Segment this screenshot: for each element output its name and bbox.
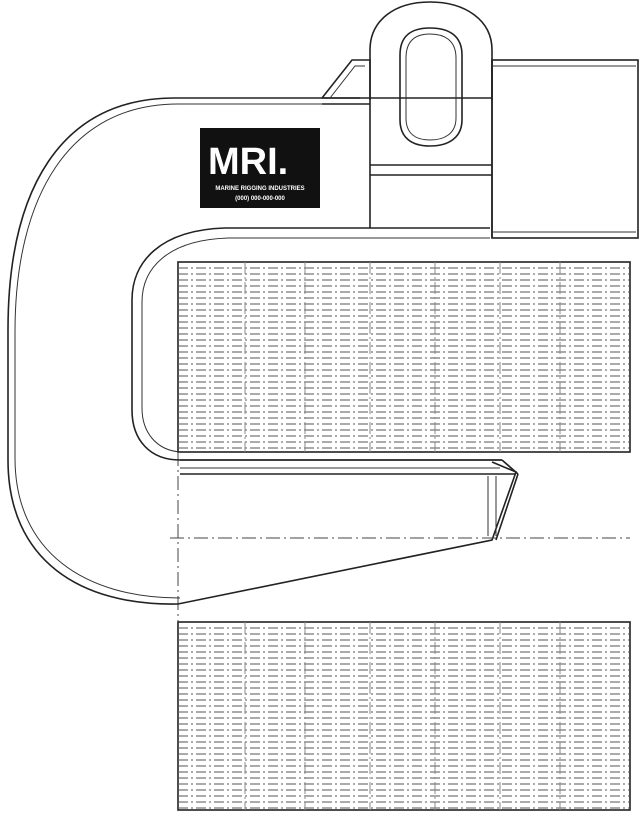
c-hook-outer-edge (14, 103, 360, 599)
lower-jaw (180, 459, 519, 541)
logo-tagline: MARINE RIGGING INDUSTRIES (215, 186, 304, 192)
upper-coil-stack (177, 261, 631, 453)
upper-coil-outline (177, 261, 631, 453)
c-hook-outer-body (7, 97, 518, 605)
counterweight-block (491, 59, 639, 239)
c-hook-inner-edge (141, 237, 490, 453)
lower-coil-stack (177, 621, 631, 811)
lifting-eye-plate (369, 1, 493, 100)
lifting-eye[interactable] (369, 1, 493, 147)
upper-coil-sheet-lines (178, 262, 630, 452)
logo-phone: (000) 000-000-000 (235, 196, 285, 202)
lifting-eye-slot[interactable] (399, 27, 463, 147)
logo-background (200, 128, 320, 208)
brand-logo: MRI. MARINE RIGGING INDUSTRIES (000) 000… (200, 128, 320, 208)
lower-coil-outline (177, 621, 631, 811)
logo-brand-text: MRI. (208, 141, 288, 183)
c-hook-inner-throat (131, 227, 502, 461)
top-beam (322, 60, 493, 238)
gusset-inner-edge (329, 65, 365, 99)
lifting-eye-slot-inner (405, 33, 457, 141)
lower-coil-sheet-lines (178, 622, 630, 810)
